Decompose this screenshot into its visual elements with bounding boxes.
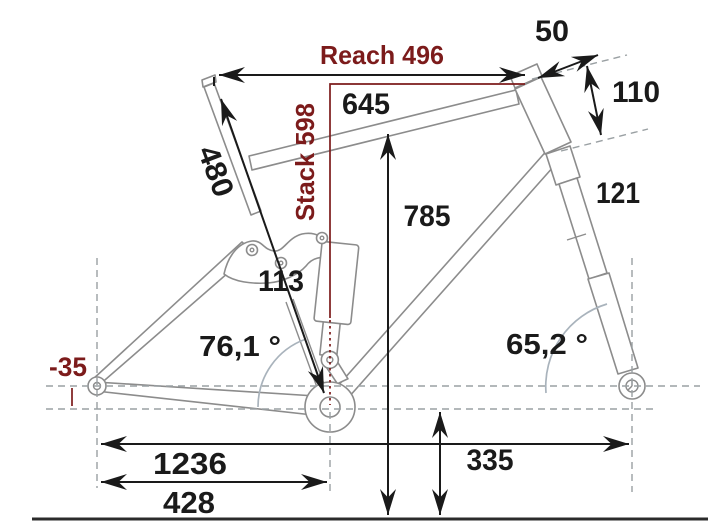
head-tube-label: 110 (612, 76, 660, 109)
seat-post-cap (201, 74, 217, 88)
shock-body (313, 240, 360, 326)
fork-crown (545, 145, 581, 186)
fork-seam (566, 233, 587, 241)
front-axle-tick (627, 385, 633, 391)
shock-top-mount (315, 231, 329, 245)
stack-label: Stack 598 (290, 103, 320, 221)
wheelbase-label: 1236 (153, 446, 227, 481)
head-angle-label: 65,2 ° (506, 329, 588, 361)
standover-label: 785 (404, 200, 451, 233)
seat-angle-dim-line (220, 98, 325, 394)
bb-drop-label: -35 (49, 352, 87, 382)
reach-label: Reach 496 (320, 40, 444, 70)
shock-label: 113 (258, 265, 304, 298)
top-tube-label: 645 (342, 88, 390, 121)
fork-lower-leg (587, 272, 639, 375)
reach-stack-line (329, 83, 525, 318)
shock-eyelet (320, 350, 340, 370)
fork-label: 121 (596, 177, 640, 210)
stem-dim-line (537, 54, 599, 79)
bb-height-label: 335 (467, 444, 514, 477)
pivot (245, 243, 259, 257)
head-tube (514, 76, 572, 155)
seat-angle-label: 76,1 ° (199, 331, 281, 363)
head-tube-bottom-dashed-line (560, 128, 649, 152)
head-angle-arc (544, 303, 608, 394)
stem-label: 50 (535, 15, 569, 48)
head-tube-dim-line (584, 65, 604, 136)
chainstay-label: 428 (163, 485, 215, 520)
